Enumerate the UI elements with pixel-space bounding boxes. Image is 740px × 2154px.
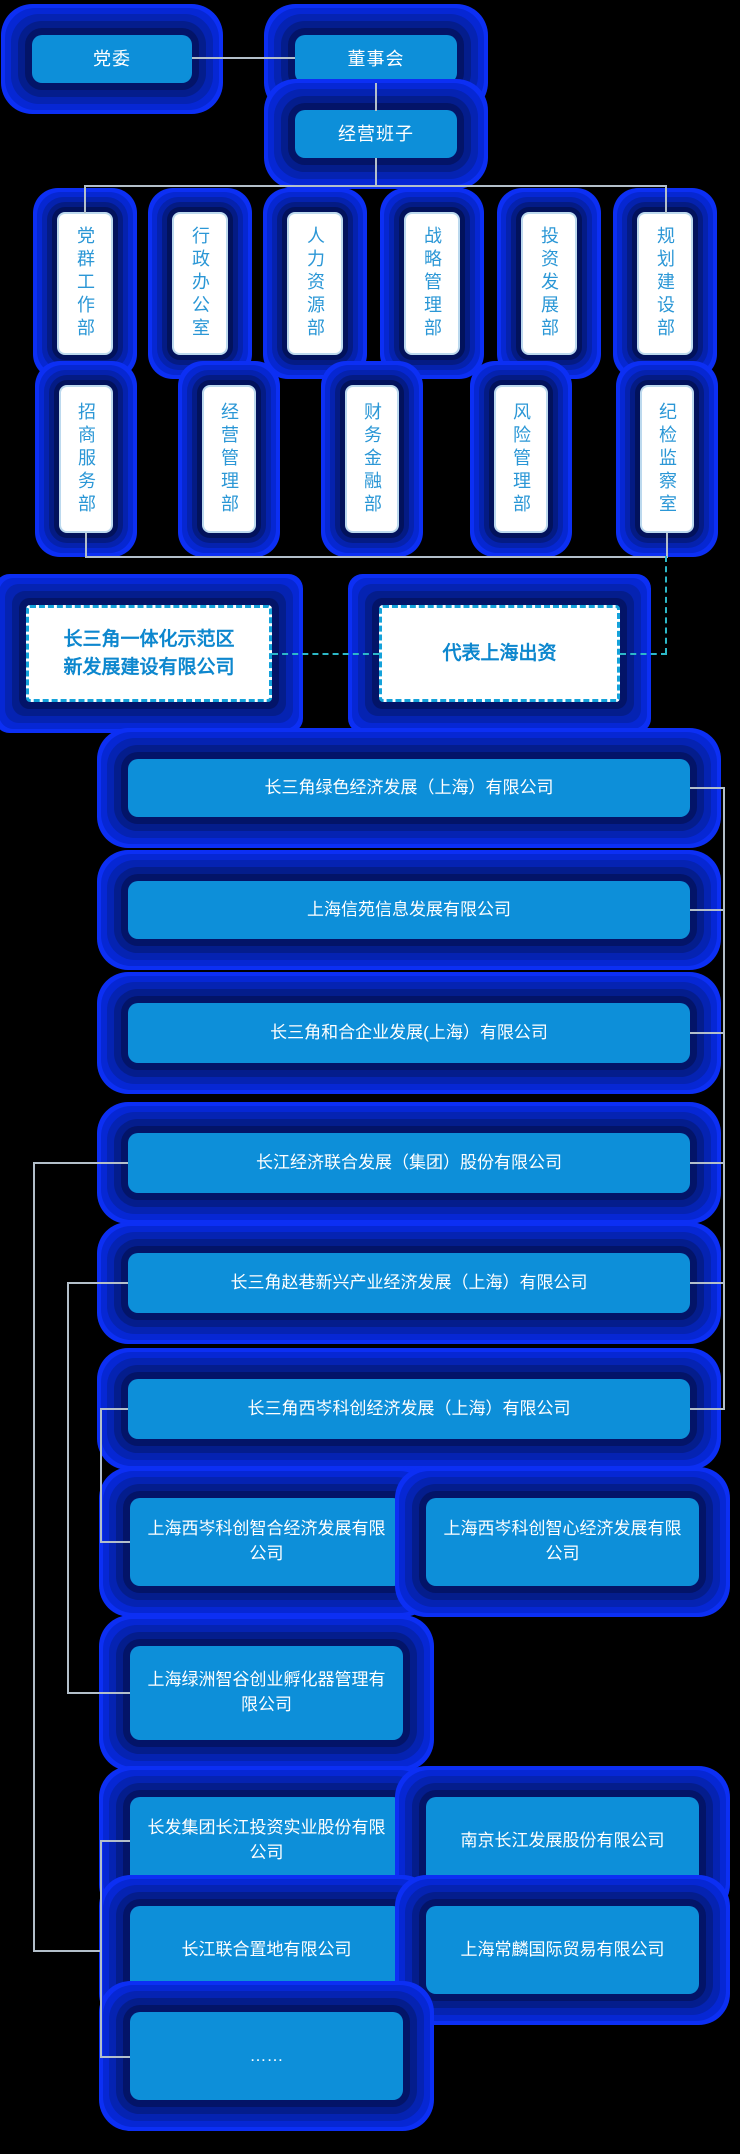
dept-strategy-management: 战略管理部 bbox=[404, 212, 460, 355]
connector-spine-a-join bbox=[33, 1950, 102, 1952]
subsidiary-zhaoxiang-emerging-industry: 长三角赵巷新兴产业经济发展（上海）有限公司 bbox=[128, 1253, 690, 1313]
dept-finance: 财务金融部 bbox=[345, 385, 399, 533]
subsidiary-xinyuan-info: 上海信苑信息发展有限公司 bbox=[128, 881, 690, 939]
dept-investment-development: 投资发展部 bbox=[521, 212, 577, 355]
subsidiary-oasis-incubator: 上海绿洲智谷创业孵化器管理有限公司 bbox=[130, 1646, 403, 1740]
connector-s14-stub bbox=[100, 2056, 130, 2058]
dept-administrative-office: 行政办公室 bbox=[172, 212, 228, 355]
connector-partycommittee-board bbox=[192, 57, 295, 59]
connector-s3-right-stub bbox=[690, 1032, 725, 1034]
connector-s6-right-stub bbox=[690, 1408, 725, 1410]
dept-investment-promotion-service: 招商服务部 bbox=[59, 385, 113, 533]
node-represents-shanghai-investment: 代表上海出资 bbox=[379, 605, 620, 702]
connector-left-spine-d bbox=[100, 1408, 102, 1543]
subsidiary-changfa-investment: 长发集团长江投资实业股份有限公司 bbox=[130, 1797, 403, 1885]
connector-s6-stub bbox=[100, 1408, 128, 1410]
subsidiary-ellipsis-more: …… bbox=[130, 2012, 403, 2100]
subsidiary-green-economy: 长三角绿色经济发展（上海）有限公司 bbox=[128, 759, 690, 817]
connector-jijian-drop bbox=[666, 533, 668, 557]
connector-s5-right-stub bbox=[690, 1282, 725, 1284]
parent-company-line2: 新发展建设有限公司 bbox=[63, 656, 235, 678]
connector-dashed-company-investnote bbox=[272, 653, 379, 655]
subsidiary-xicen-zhihe: 上海西岑科创智合经济发展有限公司 bbox=[130, 1498, 403, 1586]
connector-s9-stub bbox=[67, 1692, 130, 1694]
subsidiary-xicen-scitech: 长三角西岑科创经济发展（上海）有限公司 bbox=[128, 1379, 690, 1439]
node-management-team: 经营班子 bbox=[295, 110, 457, 158]
subsidiary-hehe-enterprise: 长三角和合企业发展(上海）有限公司 bbox=[128, 1003, 690, 1063]
connector-right-spine bbox=[723, 787, 725, 1410]
connector-s5-stub bbox=[67, 1282, 128, 1284]
dept-operation-management: 经营管理部 bbox=[202, 385, 256, 533]
subsidiary-nanjing-changjiang: 南京长江发展股份有限公司 bbox=[426, 1797, 699, 1885]
node-board-of-directors: 董事会 bbox=[295, 35, 457, 83]
connector-dept-rail bbox=[84, 185, 667, 187]
dept-party-masses-work: 党群工作部 bbox=[57, 212, 113, 355]
connector-lower-rail bbox=[85, 556, 668, 558]
dept-planning-construction: 规划建设部 bbox=[637, 212, 693, 355]
connector-zhaoshang-drop bbox=[85, 533, 87, 557]
connector-s4-right-stub bbox=[690, 1162, 725, 1164]
connector-s10-stub bbox=[100, 1840, 130, 1842]
connector-left-spine-c bbox=[67, 1282, 69, 1694]
connector-dashed-into-investnote bbox=[620, 653, 667, 655]
connector-board-management bbox=[375, 83, 377, 111]
connector-left-spine-b bbox=[100, 1840, 102, 2058]
node-parent-company: 长三角一体化示范区 新发展建设有限公司 bbox=[26, 605, 272, 702]
connector-s7-stub bbox=[100, 1541, 130, 1543]
dept-human-resources: 人力资源部 bbox=[287, 212, 343, 355]
subsidiary-xicen-zhixin: 上海西岑科创智心经济发展有限公司 bbox=[426, 1498, 699, 1586]
connector-rail-drop-right bbox=[665, 185, 667, 213]
subsidiary-changlin-trade: 上海常麟国际贸易有限公司 bbox=[426, 1906, 699, 1994]
connector-left-spine-a bbox=[33, 1162, 35, 1952]
connector-s2-right-stub bbox=[690, 909, 725, 911]
connector-s1-right-stub bbox=[690, 787, 725, 789]
subsidiary-changjiang-united-group: 长江经济联合发展（集团）股份有限公司 bbox=[128, 1133, 690, 1193]
subsidiary-changjiang-land: 长江联合置地有限公司 bbox=[130, 1906, 403, 1994]
connector-s4-left-stub bbox=[33, 1162, 128, 1164]
connector-management-drop bbox=[375, 158, 377, 186]
parent-company-line1: 长三角一体化示范区 bbox=[63, 628, 235, 650]
dept-discipline-inspection: 纪检监察室 bbox=[640, 385, 694, 533]
connector-rail-drop-left bbox=[84, 185, 86, 213]
connector-dashed-jijian-down bbox=[665, 556, 667, 654]
node-party-committee: 党委 bbox=[32, 35, 192, 83]
dept-risk-management: 风险管理部 bbox=[494, 385, 548, 533]
